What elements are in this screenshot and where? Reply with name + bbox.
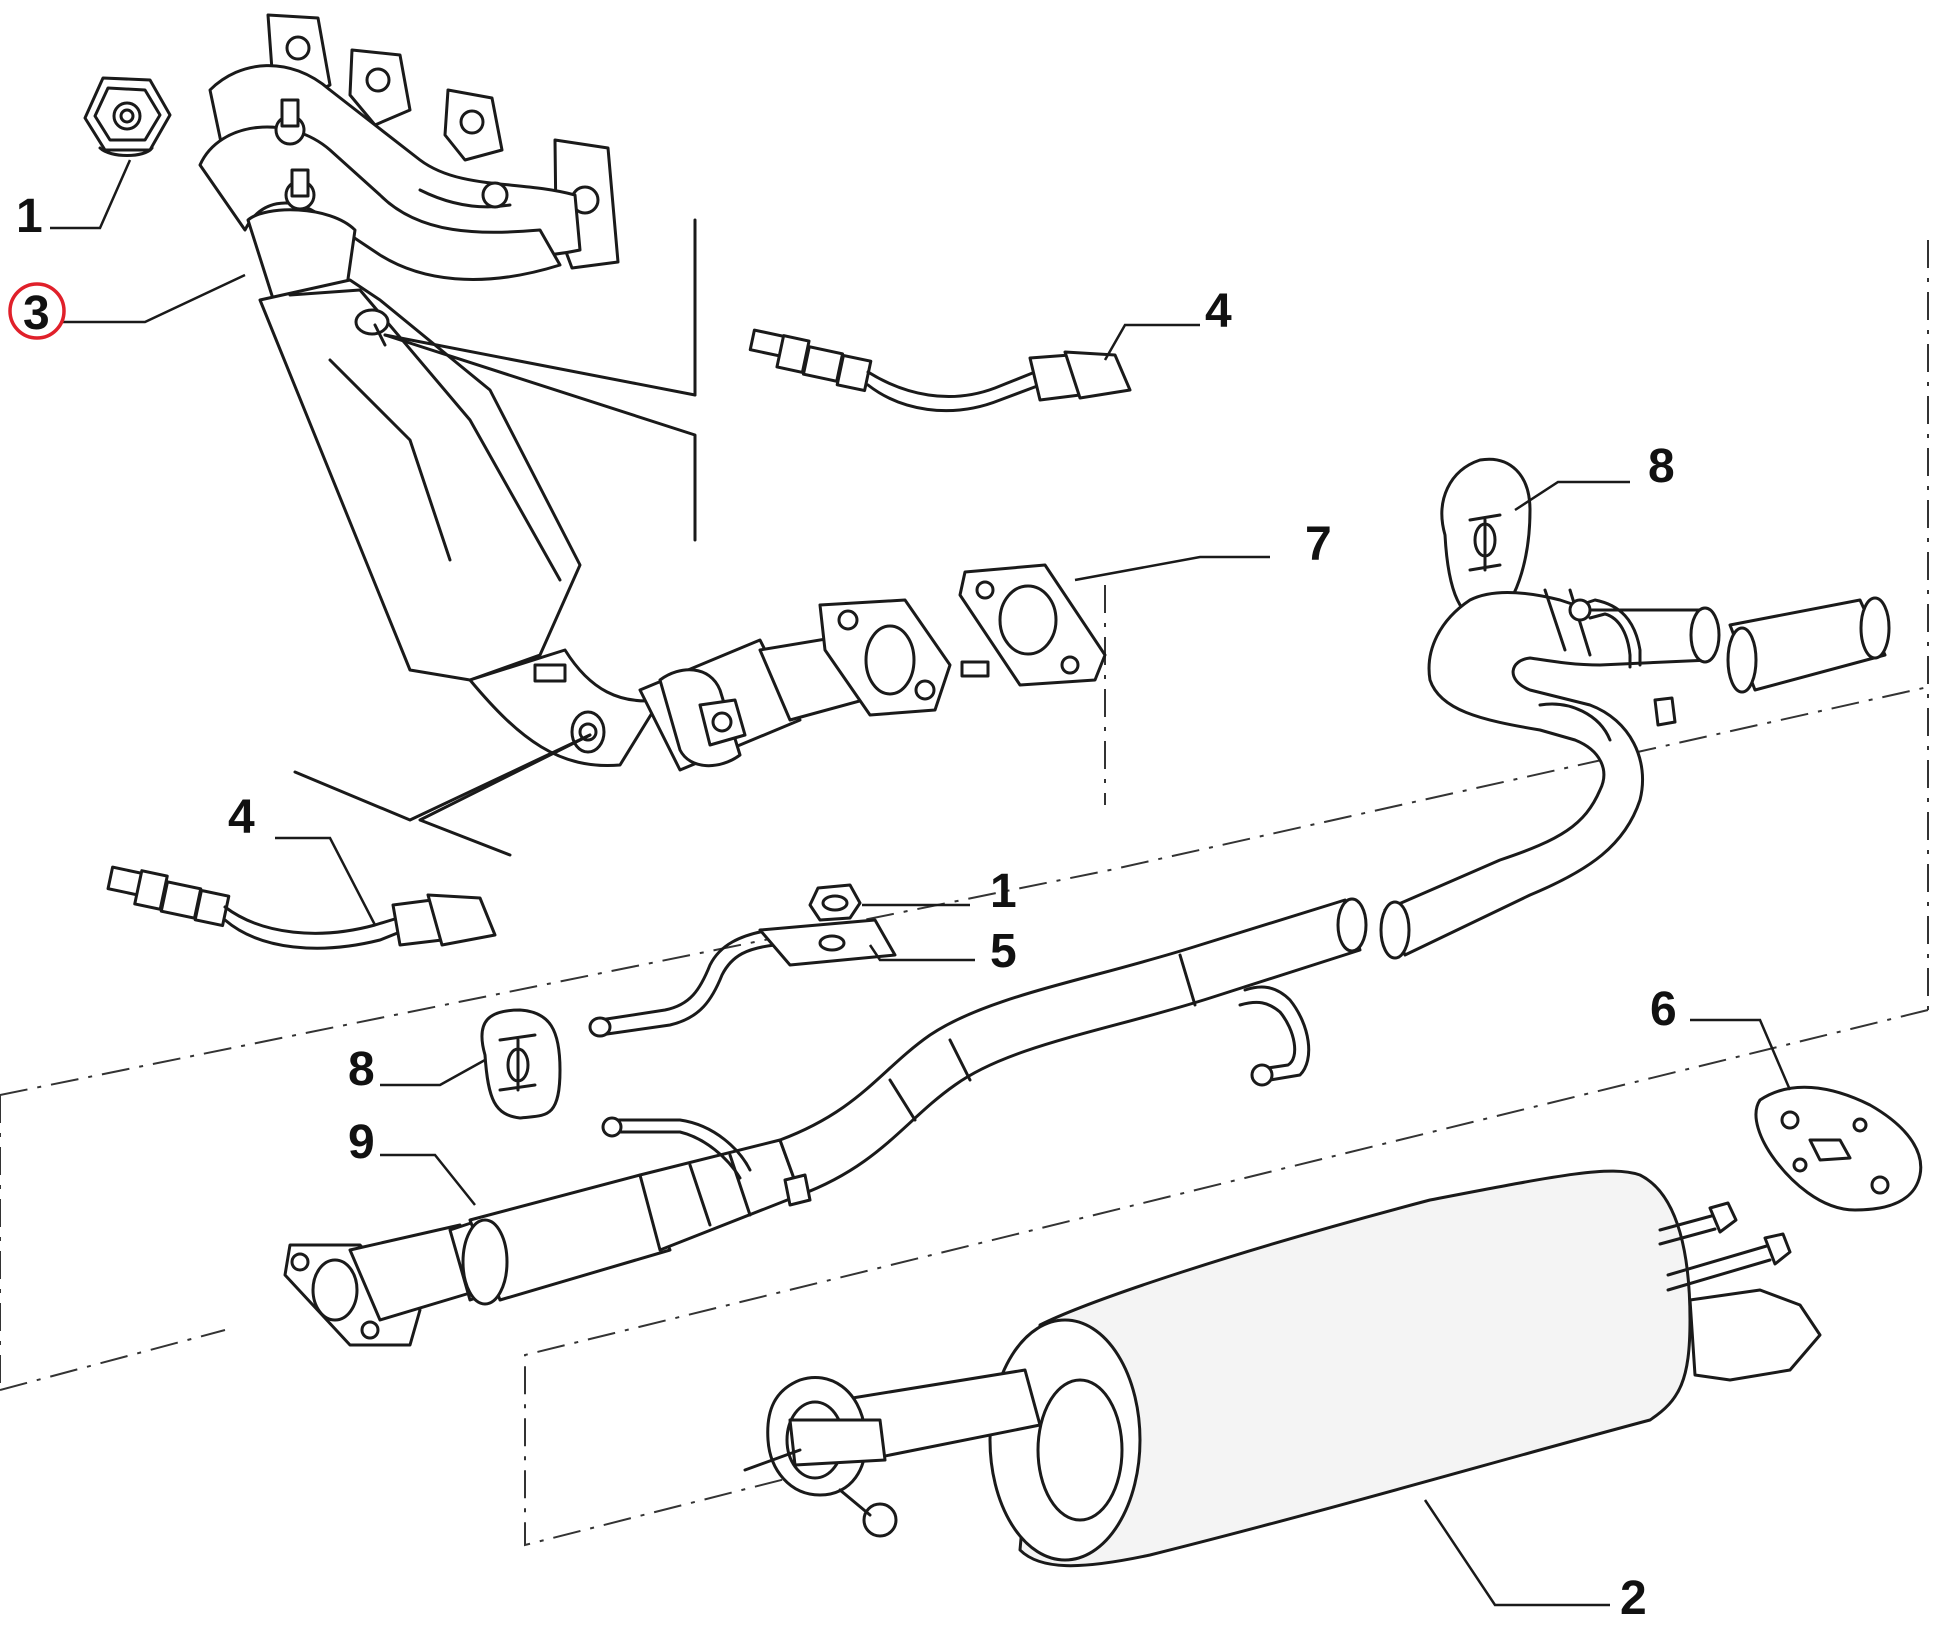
rubber-hanger-left — [480, 1008, 562, 1120]
exhaust-manifold-catalyst — [198, 13, 990, 857]
boundary-line-upper — [0, 686, 1929, 1096]
leader-3 — [62, 273, 246, 324]
flange-nut-top — [83, 76, 172, 157]
rear-pipe-upper — [1379, 588, 1721, 960]
callout-labels: 1 3 4 8 7 4 1 5 6 8 9 2 — [16, 190, 1677, 1625]
callout-7: 7 — [1305, 518, 1332, 571]
rear-silencer — [743, 1169, 1822, 1568]
callout-4-left: 4 — [228, 791, 255, 844]
callout-1-top: 1 — [16, 190, 43, 243]
rear-gasket — [1754, 1085, 1923, 1212]
callout-3: 3 — [23, 287, 50, 340]
callout-2: 2 — [1620, 1572, 1647, 1625]
callout-8-top: 8 — [1648, 440, 1675, 493]
callout-1-mid: 1 — [990, 865, 1017, 918]
leader-2 — [1423, 1499, 1610, 1607]
leader-4-left — [275, 836, 377, 926]
callout-8-left: 8 — [348, 1043, 375, 1096]
gasket — [958, 563, 1107, 687]
callout-4-top: 4 — [1205, 285, 1232, 338]
leader-4-top — [1103, 323, 1200, 361]
leader-8-top — [1514, 480, 1630, 512]
leader-7 — [1074, 555, 1270, 582]
oxygen-sensor-left — [106, 865, 497, 950]
leader-6 — [1690, 1018, 1792, 1091]
leader-8-left — [380, 1058, 486, 1087]
nut-mid — [808, 883, 862, 922]
support-bracket — [588, 918, 897, 1038]
boundary-line-left-bottom — [0, 1329, 226, 1391]
leader-9 — [380, 1153, 476, 1206]
leader-lines — [50, 159, 1792, 1607]
highlight-ring — [8, 282, 66, 340]
leader-5 — [868, 944, 975, 962]
leader-1-top — [50, 159, 132, 230]
intermediate-pipe — [283, 897, 1368, 1347]
oxygen-sensor-top — [748, 328, 1132, 413]
callout-5: 5 — [990, 925, 1017, 978]
callout-9: 9 — [348, 1116, 375, 1169]
callout-6: 6 — [1650, 983, 1677, 1036]
rear-tailpipe-section — [1726, 596, 1891, 694]
